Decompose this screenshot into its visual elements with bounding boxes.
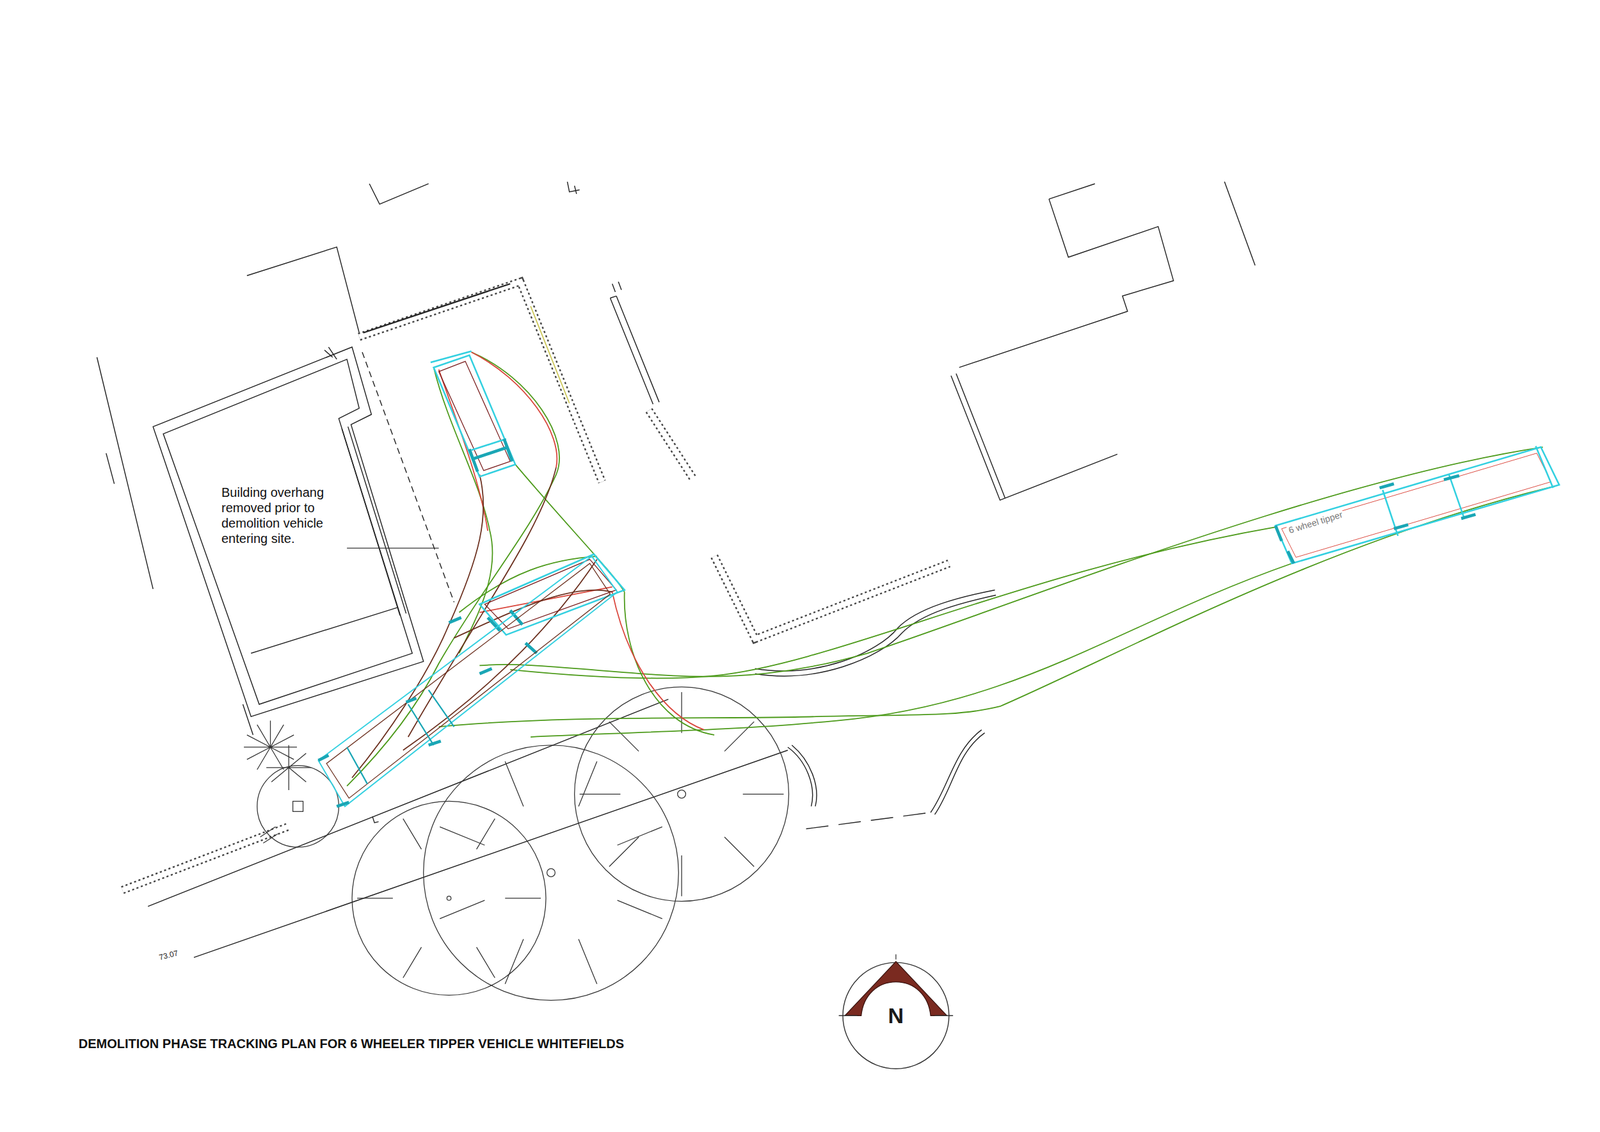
vehicle-label: 6 wheel tipper xyxy=(1286,508,1346,537)
buildings xyxy=(96,181,1256,735)
level-number: 73.07 xyxy=(156,947,181,962)
leader-line xyxy=(346,547,439,549)
note-text: Building overhang removed prior to demol… xyxy=(221,484,353,546)
vehicles xyxy=(318,350,1560,806)
road-kerbs xyxy=(147,589,996,957)
swept-paths xyxy=(346,352,1556,786)
drawing-title: DEMOLITION PHASE TRACKING PLAN FOR 6 WHE… xyxy=(78,1035,636,1052)
hedges xyxy=(122,281,949,890)
north-letter: N xyxy=(888,1002,905,1029)
north-arrow xyxy=(839,954,954,1069)
